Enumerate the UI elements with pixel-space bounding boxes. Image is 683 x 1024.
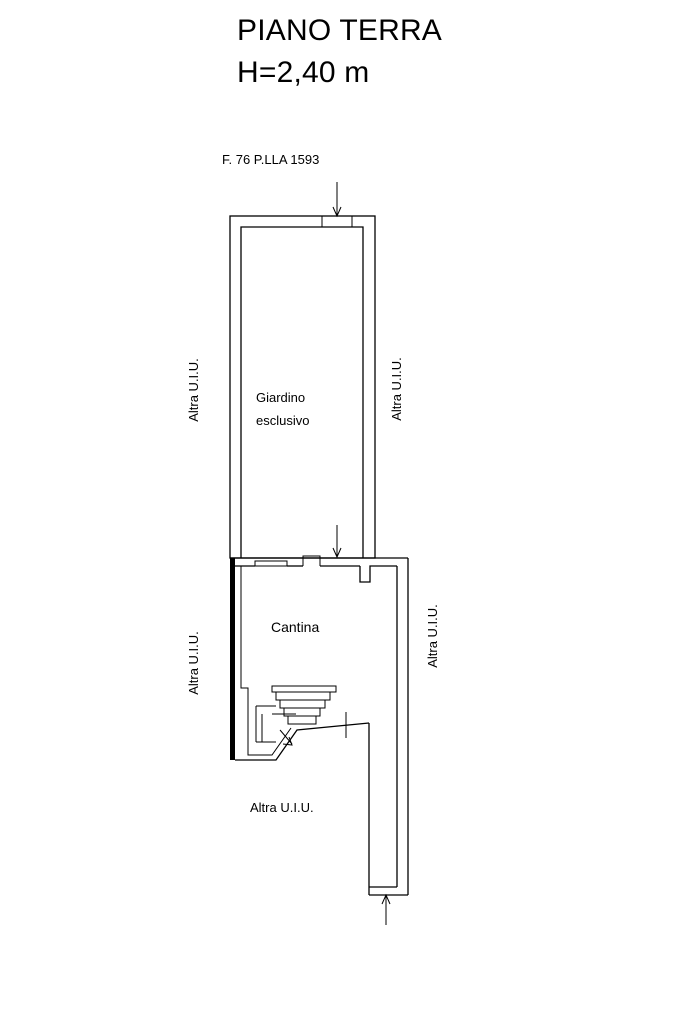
room-label-garden-line1: Giardino [256,390,305,405]
room-label-cellar: Cantina [271,619,319,635]
neighbor-label-right-bottom: Altra U.I.U. [425,604,440,668]
floor-title: PIANO TERRA [237,14,443,47]
cellar-walls [230,555,409,896]
neighbor-label-left-top: Altra U.I.U. [186,358,201,422]
neighbor-label-bottom: Altra U.I.U. [250,800,314,815]
neighbor-label-left-bottom: Altra U.I.U. [186,631,201,695]
entry-arrow-bottom [381,893,391,925]
parcel-label: F. 76 P.LLA 1593 [222,152,319,167]
neighbor-label-right-top: Altra U.I.U. [389,357,404,421]
entry-arrow-middle [332,525,342,559]
garden-walls [229,215,376,559]
entry-arrow-top [332,182,342,218]
height-label: H=2,40 m [237,56,370,89]
staircase [255,685,337,746]
room-label-garden-line2: esclusivo [256,413,309,428]
